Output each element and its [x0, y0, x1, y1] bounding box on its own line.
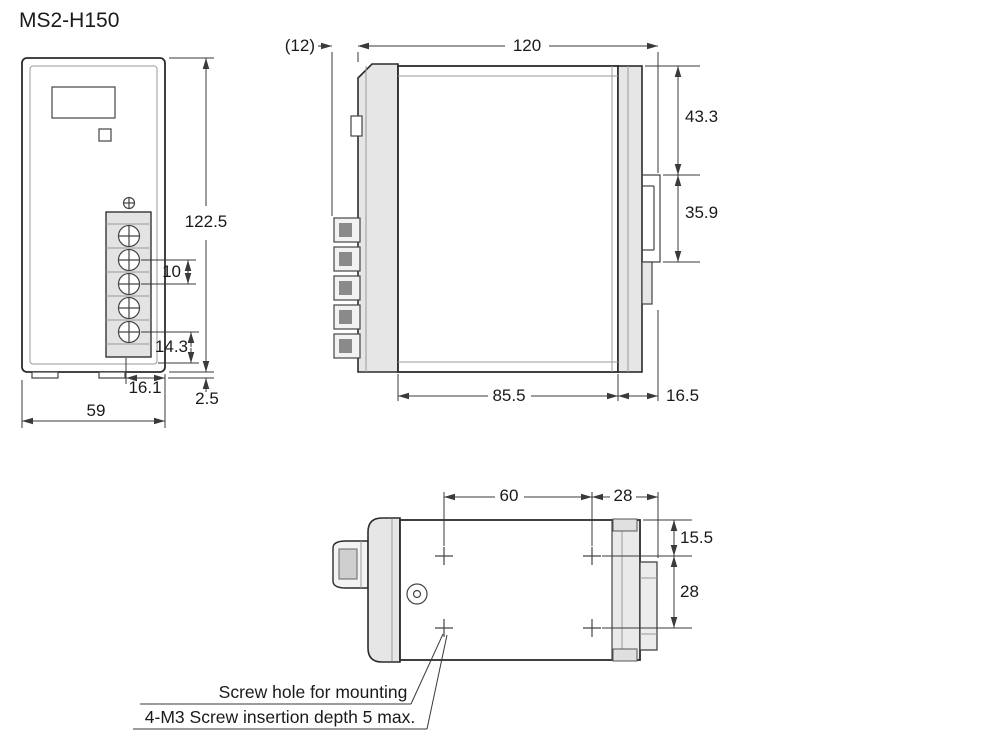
- dim-terminal-pitch: 10: [162, 262, 181, 281]
- screw-holes: [435, 547, 601, 637]
- mounting-ear: [406, 583, 428, 605]
- side-body: [397, 65, 619, 373]
- bottom-front-bezel: [367, 517, 401, 663]
- dim-rear-depth: 16.5: [666, 386, 699, 405]
- din-rail-clip: [641, 174, 661, 305]
- ground-screw-icon: [122, 196, 136, 210]
- side-terminal-connectors: [333, 217, 361, 359]
- dim-body-depth: 85.5: [492, 386, 525, 405]
- terminal-screws: [117, 224, 141, 344]
- dim-terminal-offset: 16.1: [128, 378, 161, 397]
- note-line-2: 4-M3 Screw insertion depth 5 max.: [145, 707, 415, 727]
- dim-depth: 120: [513, 36, 541, 55]
- dim-front-height: 122.5: [185, 212, 228, 231]
- dim-connector-depth: (12): [285, 36, 315, 55]
- mounting-note: Screw hole for mounting 4-M3 Screw inser…: [133, 633, 448, 730]
- front-inner-outline: [29, 65, 158, 365]
- display-window: [51, 86, 116, 119]
- mounting-foot-left: [31, 371, 59, 379]
- dim-front-width: 59: [87, 401, 106, 420]
- front-view-dimensions: 122.5 10 14.3 16.1 2.5 59: [21, 57, 228, 428]
- side-rear-block: [617, 65, 643, 373]
- din-clip-end-top: [612, 518, 638, 532]
- dim-rail-height: 35.9: [685, 203, 718, 222]
- side-view-dimensions: (12) 120 43.3 35.9 85.5 16.5: [285, 36, 718, 405]
- side-button: [350, 115, 363, 137]
- side-view: [333, 63, 661, 373]
- side-front-bezel: [357, 63, 399, 373]
- dim-terminal-to-bottom: 14.3: [155, 337, 188, 356]
- dim-foot-height: 2.5: [195, 389, 219, 408]
- mounting-foot-right: [98, 371, 126, 379]
- bottom-body: [399, 519, 641, 661]
- dim-top-to-rail: 43.3: [685, 107, 718, 126]
- dim-edge-to-hole: 15.5: [680, 528, 713, 547]
- dim-hole-span: 60: [500, 486, 519, 505]
- front-view: [21, 57, 166, 379]
- note-line-1: Screw hole for mounting: [219, 682, 408, 702]
- bottom-view-dimensions: 60 28 15.5 28: [443, 486, 713, 629]
- bottom-view: [332, 517, 658, 663]
- dim-hole-pitch: 28: [680, 582, 699, 601]
- dim-hole-to-edge: 28: [614, 486, 633, 505]
- model-title: MS2-H150: [19, 9, 119, 32]
- din-clip-end-bottom: [612, 648, 638, 662]
- front-button: [98, 128, 112, 142]
- din-slider: [639, 561, 658, 651]
